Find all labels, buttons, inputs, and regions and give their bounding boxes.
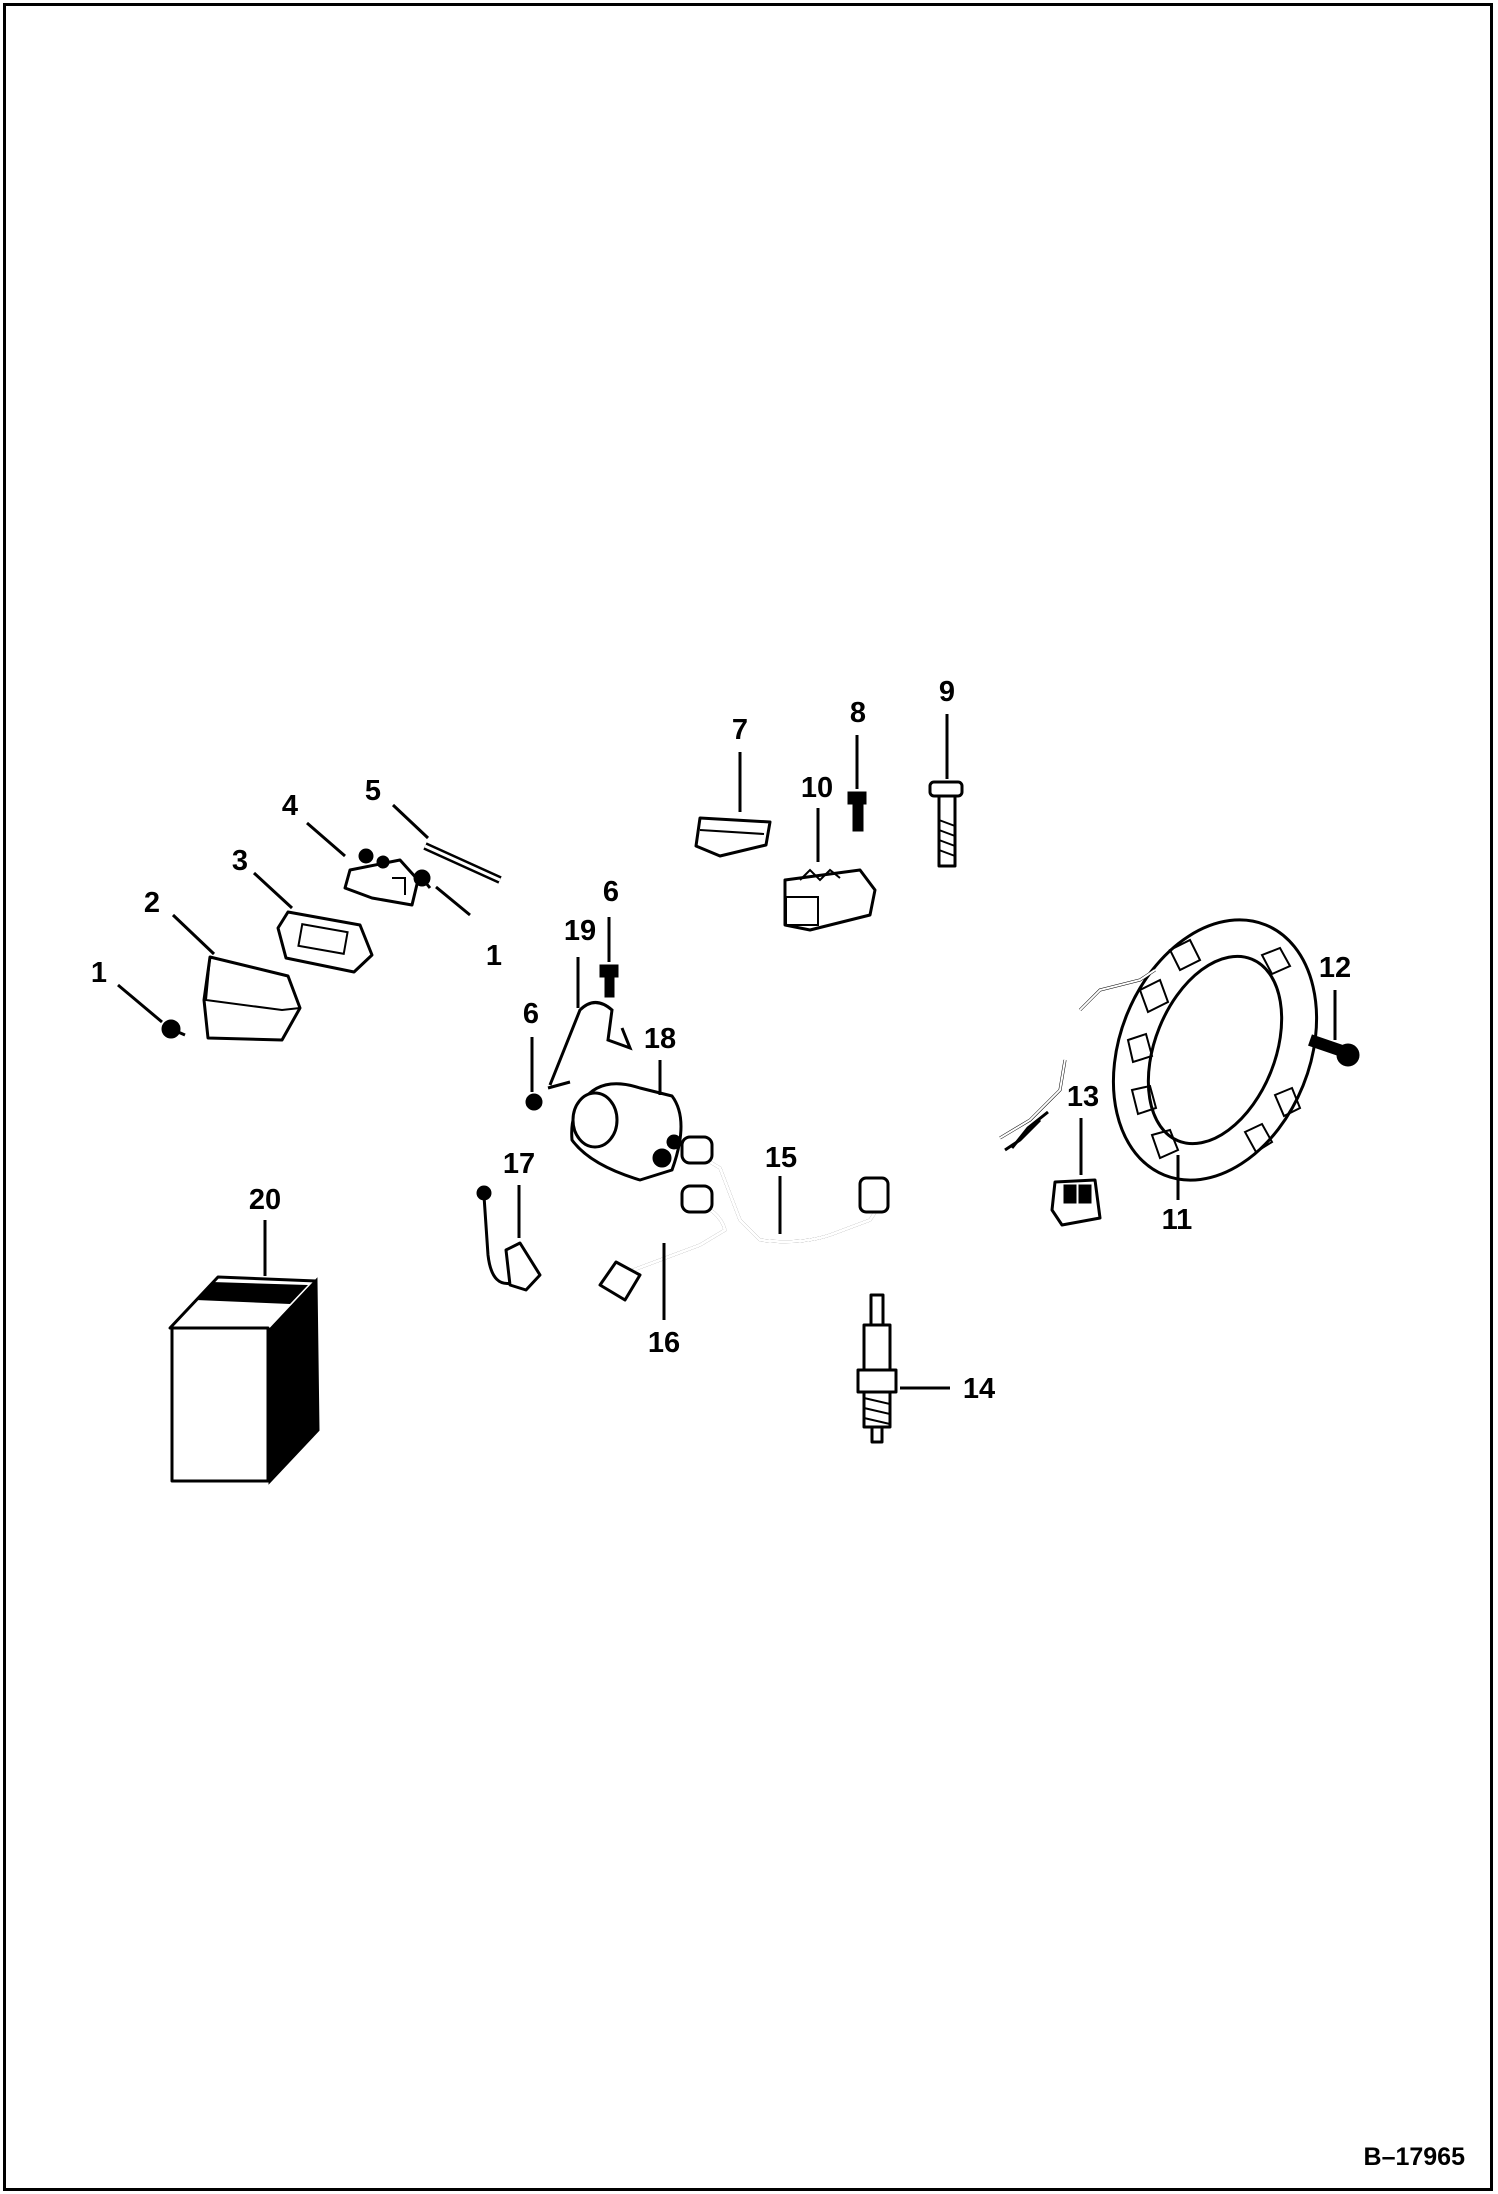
callout-20: 20 [249, 1184, 281, 1216]
callout-8: 8 [850, 697, 866, 729]
part-18-coil [570, 1082, 683, 1182]
part-3-gasket [276, 910, 374, 974]
callout-11: 11 [1162, 1204, 1193, 1236]
callout-14: 14 [963, 1373, 995, 1405]
callout-12: 12 [1319, 952, 1351, 984]
part-9-bolt [928, 780, 964, 868]
callout-19: 19 [564, 915, 596, 947]
part-20-battery [168, 1275, 320, 1485]
callout-4: 4 [282, 790, 298, 822]
callout-1-second: 1 [486, 940, 502, 972]
callout-6-second: 6 [523, 998, 539, 1030]
part-14-spark-plug [856, 1293, 898, 1444]
callout-15: 15 [765, 1142, 797, 1174]
part-1-screw [161, 1019, 186, 1039]
part-12-bolt [1308, 1034, 1360, 1067]
part-8-screw [847, 791, 867, 832]
part-2-cover [202, 955, 302, 1042]
callout-2: 2 [144, 887, 160, 919]
part-11-stator [999, 918, 1319, 1182]
callout-6: 6 [603, 876, 619, 908]
part-4-bracket [343, 848, 420, 907]
callout-3: 3 [232, 845, 248, 877]
figure-reference: B–17965 [1364, 2143, 1466, 2171]
part-7-pad [694, 816, 772, 858]
part-17-lead [476, 1185, 542, 1292]
leader-lines [117, 714, 1337, 1390]
callout-labels: 1 2 3 4 5 1 6 19 6 18 7 8 9 10 12 13 11 … [91, 676, 1351, 1405]
callout-18: 18 [644, 1023, 676, 1055]
part-10-regulator [783, 868, 877, 932]
part-5-rod [423, 842, 502, 884]
callout-7: 7 [732, 714, 748, 746]
drawing-border [3, 3, 1493, 2191]
callout-1: 1 [91, 957, 107, 989]
callout-10: 10 [801, 772, 833, 804]
part-19-clip [547, 1001, 633, 1090]
part-1b-screw [413, 869, 432, 889]
part-15-wire [680, 1135, 890, 1244]
callout-13: 13 [1067, 1081, 1099, 1113]
callout-5: 5 [365, 775, 381, 807]
callout-16: 16 [648, 1327, 680, 1359]
callout-9: 9 [939, 676, 955, 708]
part-13-connector [1050, 1178, 1102, 1227]
part-6a-screw [599, 964, 619, 998]
callout-17: 17 [503, 1148, 535, 1180]
part-16-wire [598, 1184, 727, 1302]
part-6b-screw [525, 1093, 543, 1111]
